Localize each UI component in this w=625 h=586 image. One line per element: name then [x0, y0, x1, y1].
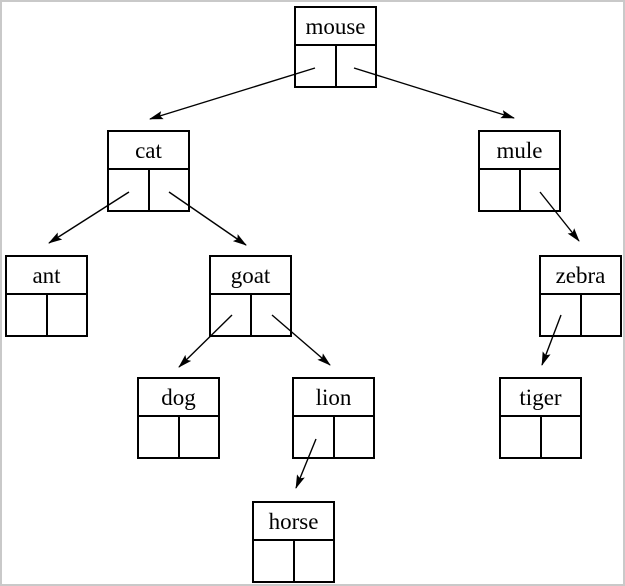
- node-label-lion: lion: [294, 379, 373, 417]
- pointer-cells: [296, 46, 375, 86]
- node-label-mouse: mouse: [296, 8, 375, 46]
- left-pointer-cell: [541, 295, 582, 335]
- pointer-cells: [480, 170, 559, 210]
- node-label-ant: ant: [7, 257, 86, 295]
- right-pointer-cell: [180, 417, 219, 457]
- tree-node-ant: ant: [5, 255, 88, 337]
- pointer-cells: [254, 541, 333, 581]
- tree-node-dog: dog: [137, 377, 220, 459]
- pointer-cells: [139, 417, 218, 457]
- left-pointer-cell: [294, 417, 335, 457]
- left-pointer-cell: [109, 170, 150, 210]
- left-pointer-cell: [211, 295, 252, 335]
- right-pointer-cell: [335, 417, 374, 457]
- node-label-tiger: tiger: [501, 379, 580, 417]
- right-pointer-cell: [48, 295, 87, 335]
- tree-node-cat: cat: [107, 130, 190, 212]
- pointer-cells: [501, 417, 580, 457]
- tree-node-mouse: mouse: [294, 6, 377, 88]
- pointer-cells: [541, 295, 620, 335]
- pointer-cells: [211, 295, 290, 335]
- tree-node-mule: mule: [478, 130, 561, 212]
- node-label-mule: mule: [480, 132, 559, 170]
- pointer-cells: [7, 295, 86, 335]
- right-pointer-cell: [521, 170, 560, 210]
- left-pointer-cell: [139, 417, 180, 457]
- right-pointer-cell: [582, 295, 621, 335]
- tree-node-goat: goat: [209, 255, 292, 337]
- left-pointer-cell: [254, 541, 295, 581]
- node-label-goat: goat: [211, 257, 290, 295]
- right-pointer-cell: [337, 46, 376, 86]
- right-pointer-cell: [542, 417, 581, 457]
- left-pointer-cell: [7, 295, 48, 335]
- pointer-cells: [294, 417, 373, 457]
- left-pointer-cell: [501, 417, 542, 457]
- left-pointer-cell: [296, 46, 337, 86]
- tree-node-lion: lion: [292, 377, 375, 459]
- left-pointer-cell: [480, 170, 521, 210]
- right-pointer-cell: [252, 295, 291, 335]
- tree-node-horse: horse: [252, 501, 335, 583]
- tree-node-tiger: tiger: [499, 377, 582, 459]
- node-label-cat: cat: [109, 132, 188, 170]
- node-label-horse: horse: [254, 503, 333, 541]
- right-pointer-cell: [150, 170, 189, 210]
- pointer-cells: [109, 170, 188, 210]
- right-pointer-cell: [295, 541, 334, 581]
- tree-node-zebra: zebra: [539, 255, 622, 337]
- node-label-zebra: zebra: [541, 257, 620, 295]
- node-label-dog: dog: [139, 379, 218, 417]
